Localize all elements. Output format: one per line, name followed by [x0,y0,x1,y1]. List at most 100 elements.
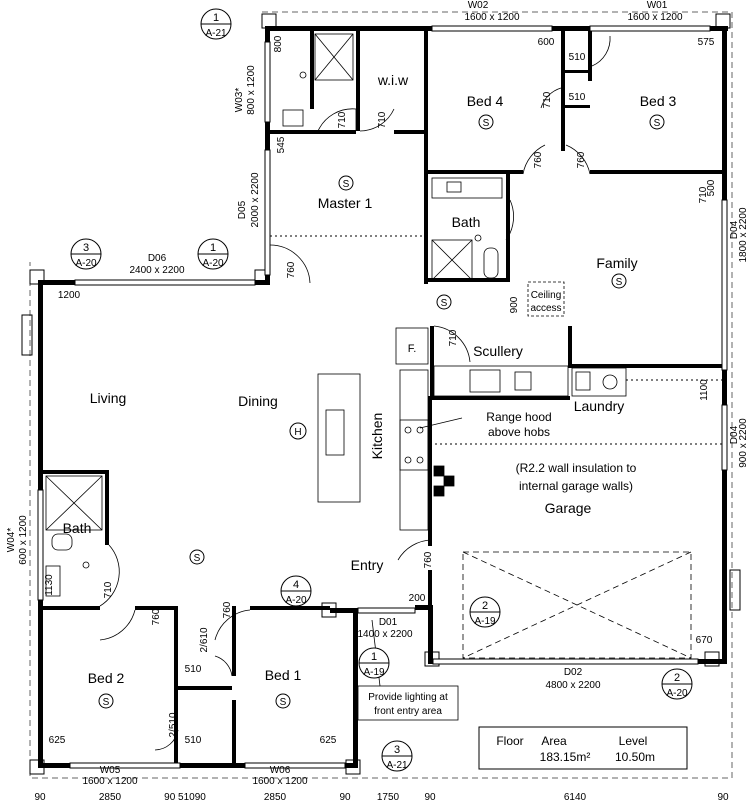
d04a-size: 900 x 2200 [738,418,749,468]
lighting-note-line1: Provide lighting at [368,692,448,703]
dim-575: 575 [698,37,715,48]
fridge-label: F. [408,343,417,355]
w04-size: 600 x 1200 [18,515,29,565]
svg-text:1: 1 [371,651,377,663]
room-label-bed4: Bed 4 [467,93,504,109]
w03-code: W03* [234,88,245,113]
room-label-bath-upper: Bath [452,214,481,230]
svg-text:A-20: A-20 [666,688,688,699]
dim-510a: 510 [569,52,586,63]
dim-1100: 1100 [699,379,710,401]
room-labels: w.i.w Bed 4 Bed 3 Master 1 Bath Family C… [63,72,677,686]
dim-710e: 710 [103,581,114,598]
svg-text:S: S [654,118,661,129]
room-label-entry: Entry [351,557,384,573]
dim-710b: 710 [377,111,388,128]
svg-text:A-21: A-21 [386,760,408,771]
svg-text:1: 1 [210,242,216,254]
fixtures [45,33,692,659]
d06-size: 2400 x 2200 [129,265,184,276]
w06-size: 1600 x 1200 [252,776,307,787]
floor-level-table: Floor Area Level 183.15m² 10.50m [478,726,688,770]
range-hood-note-line2: above hobs [488,425,550,439]
notes: Range hood above hobs (R2.2 wall insulat… [357,410,637,721]
bottom-dim-1: 2850 [99,792,122,802]
section-tag-3-a20: 3 A-20 [70,238,102,270]
d01-size: 1400 x 2200 [357,629,412,640]
w01-code: W01 [647,0,668,11]
table-area-value: 183.15m² [540,750,591,764]
svg-text:A-20: A-20 [285,595,307,606]
svg-text:A-19: A-19 [474,616,496,627]
room-label-dining: Dining [238,393,278,409]
svg-text:4: 4 [293,579,299,591]
ceiling-access-line2: access [530,303,561,314]
svg-text:A-20: A-20 [75,258,97,269]
bottom-dim-8: 90 [717,792,729,802]
svg-text:S: S [343,179,350,190]
dim-900: 900 [509,296,520,313]
smoke-detectors: S S S S S S S S H [98,114,665,709]
w02-code: W02 [468,0,489,11]
dim-200: 200 [409,593,426,604]
dim-710d: 710 [448,329,459,346]
section-tag-2-a19: 2 A-19 [469,596,501,628]
w05-code: W05 [100,765,121,776]
smoke-detector-bed2: S [98,693,114,709]
svg-text:A-20: A-20 [202,258,224,269]
heater-symbol: H [289,422,307,440]
table-level-value: 10.50m [615,750,655,764]
bottom-dim-6: 90 [424,792,436,802]
dim-510d: 510 [185,735,202,746]
svg-text:S: S [441,298,448,309]
bottom-dim-2: 90 51090 [164,792,206,802]
dim-710-bed: 710 [542,91,553,108]
room-label-kitchen: Kitchen [369,413,385,460]
d04-code: D04 [729,220,740,239]
bottom-dim-0: 90 [34,792,46,802]
room-label-wiw: w.i.w [377,72,409,88]
dim-510b: 510 [569,92,586,103]
door-swings [99,35,611,751]
dim-760b: 760 [576,151,587,168]
w04-code: W04* [6,528,17,553]
room-label-bed2: Bed 2 [88,670,125,686]
table-header-floor: Floor [496,734,523,748]
w05-size: 1600 x 1200 [82,776,137,787]
section-tag-4-a20: 4 A-20 [280,575,312,607]
svg-text:A-19: A-19 [363,667,385,678]
svg-text:A-21: A-21 [205,28,227,39]
section-tags: 1 A-21 3 A-20 1 A-20 4 A-20 2 A-19 [70,8,693,772]
external-openings [21,25,741,769]
w03-size: 800 x 1200 [246,65,257,115]
svg-text:1: 1 [213,12,219,24]
dim-760f: 760 [222,601,233,618]
svg-text:S: S [616,277,623,288]
smoke-detector-master: S [338,175,354,191]
smoke-detector-living: S [189,549,205,565]
dim-710a: 710 [337,111,348,128]
smoke-detector-hall: S [436,294,452,310]
range-hood-note-line1: Range hood [486,410,551,424]
bottom-dim-3: 2850 [264,792,287,802]
lighting-note-line2: front entry area [374,706,442,717]
dim-2-510: 2/510 [168,712,179,737]
bottom-dimension-string: 90 2850 90 51090 2850 90 1750 90 6140 90 [34,792,729,802]
dimension-labels: 800 600 510 575 510 710 710 545 760 760 … [44,35,717,746]
dim-500: 500 [706,179,717,196]
d05-size: 2000 x 2200 [250,172,261,227]
smoke-detector-family: S [611,273,627,289]
d05-code: D05 [237,200,248,219]
dim-760e: 760 [151,608,162,625]
svg-text:2: 2 [482,600,488,612]
insulation-note-line2: internal garage walls) [519,479,633,493]
bottom-dim-4: 90 [339,792,351,802]
dim-760a: 760 [533,151,544,168]
bottom-dim-5: 1750 [377,792,400,802]
d02-size: 4800 x 2200 [545,680,600,691]
svg-text:S: S [103,697,110,708]
table-header-level: Level [619,734,648,748]
d04a-code: D04 [729,425,740,444]
dim-625a: 625 [49,735,66,746]
